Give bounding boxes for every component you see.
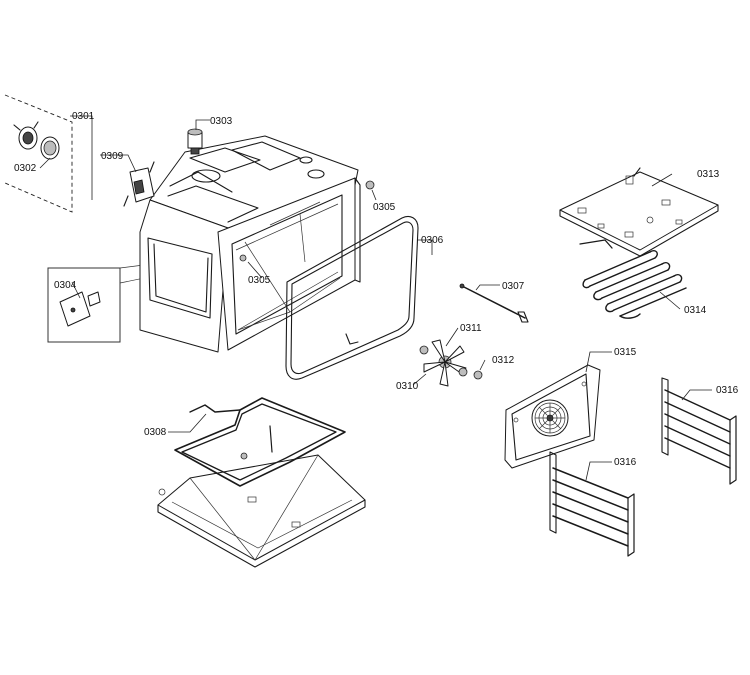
part-label-0315: 0315 (614, 347, 637, 358)
leader-lines (39, 115, 712, 481)
part-label-0312: 0312 (492, 355, 515, 366)
part-label-0310: 0310 (396, 381, 419, 392)
part-label-0302: 0302 (14, 163, 37, 174)
part-label-0305-front: 0305 (248, 275, 271, 286)
part-label-0306: 0306 (421, 235, 444, 246)
part-label-0314: 0314 (684, 305, 707, 316)
broil-element-drawing (579, 239, 687, 319)
part-labels: 0301 0302 0303 0304 0305 0305 0306 0307 … (14, 111, 739, 468)
part-label-0307: 0307 (502, 281, 525, 292)
cover-plate-inset-drawing (47, 255, 223, 343)
rack-support-left-drawing (549, 451, 635, 557)
part-label-0303: 0303 (210, 116, 233, 127)
part-label-0308: 0308 (144, 427, 167, 438)
door-gasket-drawing (285, 215, 419, 380)
part-label-0301: 0301 (72, 111, 95, 122)
fan-cover-panel-drawing (504, 364, 601, 469)
convection-fan-drawing (419, 339, 483, 387)
part-label-0316-right: 0316 (716, 385, 739, 396)
bake-element-and-bottom-drawing (157, 397, 366, 568)
lamp-assembly-drawing (4, 94, 73, 213)
part-label-0311: 0311 (460, 323, 482, 334)
oven-cavity-drawing (123, 128, 375, 353)
part-label-0309: 0309 (101, 151, 124, 162)
part-label-0313: 0313 (697, 169, 720, 180)
rod-drawing (459, 283, 529, 323)
part-label-0304: 0304 (54, 280, 77, 291)
part-label-0305-top: 0305 (373, 202, 396, 213)
part-label-0316-left: 0316 (614, 457, 637, 468)
rack-support-right-drawing (661, 377, 737, 485)
